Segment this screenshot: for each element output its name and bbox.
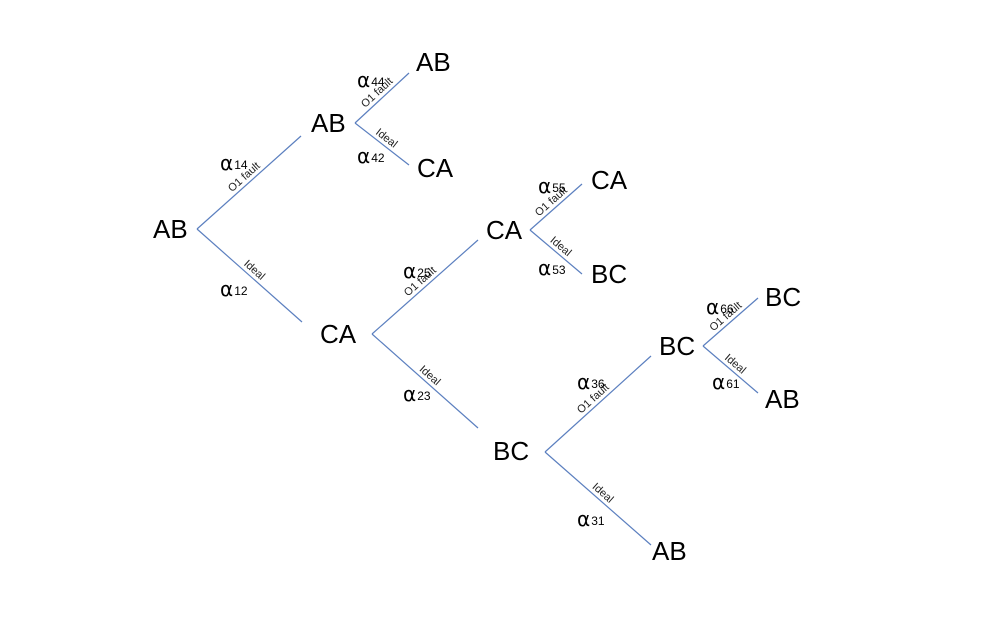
state-node-ab: AB [416,47,451,77]
alpha-subscript: 31 [591,514,605,528]
state-node-bc: BC [765,282,801,312]
edge-n6-n9 [544,355,652,453]
edge-n9-n12 [702,345,759,394]
state-node-ca: CA [417,153,454,183]
edge-n9-n11 [702,297,759,347]
transition-rate-label: α44 [357,68,385,92]
alpha-symbol: α [577,370,590,394]
alpha-subscript: 14 [234,158,248,172]
transition-rate-label: α42 [357,144,385,168]
transition-rate-label: α23 [403,382,431,406]
state-node-ca: CA [320,319,357,349]
alpha-symbol: α [538,256,551,280]
edge-n6-n10 [544,451,652,546]
alpha-subscript: 25 [417,266,431,280]
edge-n1-n3 [354,72,410,124]
alpha-symbol: α [220,151,233,175]
transition-rate-label: α14 [220,151,248,175]
alpha-subscript: 44 [371,75,385,89]
alpha-symbol: α [357,144,370,168]
state-node-bc: BC [659,331,695,361]
transition-rate-label: α53 [538,256,566,280]
edge-n2-n5 [371,239,479,335]
alpha-subscript: 53 [552,263,566,277]
alpha-symbol: α [577,507,590,531]
state-node-ab: AB [652,536,687,566]
alpha-symbol: α [403,382,416,406]
edge-n5-n7 [529,183,583,231]
alpha-symbol: α [403,259,416,283]
alpha-subscript: 36 [591,377,605,391]
alpha-subscript: 12 [234,284,248,298]
alpha-subscript: 66 [720,302,734,316]
state-node-ca: CA [486,215,523,245]
transition-rate-label: α36 [577,370,605,394]
edge-n0-n1 [196,135,302,230]
transition-rate-label: α55 [538,174,566,198]
state-node-bc: BC [591,259,627,289]
alpha-subscript: 61 [726,377,740,391]
transition-rate-label: α61 [712,370,740,394]
state-node-bc: BC [493,436,529,466]
alpha-subscript: 55 [552,181,566,195]
transition-rate-label: α31 [577,507,605,531]
transition-rate-label: α66 [706,295,734,319]
state-node-ab: AB [765,384,800,414]
edge-n5-n8 [529,229,583,275]
edge-n0-n2 [196,228,303,323]
alpha-symbol: α [712,370,725,394]
alpha-symbol: α [706,295,719,319]
edge-n1-n4 [354,122,410,166]
alpha-symbol: α [220,277,233,301]
edge-n2-n6 [371,333,479,429]
alpha-symbol: α [357,68,370,92]
alpha-subscript: 42 [371,151,385,165]
state-node-ab: AB [153,214,188,244]
transition-rate-label: α25 [403,259,431,283]
state-node-ca: CA [591,165,628,195]
state-node-ab: AB [311,108,346,138]
nodes-layer: AB AB CA AB CA CA BC CA BC BC AB BC AB [153,47,801,566]
transition-rate-label: α12 [220,277,248,301]
alpha-symbol: α [538,174,551,198]
edges-layer [196,72,759,546]
alpha-subscript: 23 [417,389,431,403]
